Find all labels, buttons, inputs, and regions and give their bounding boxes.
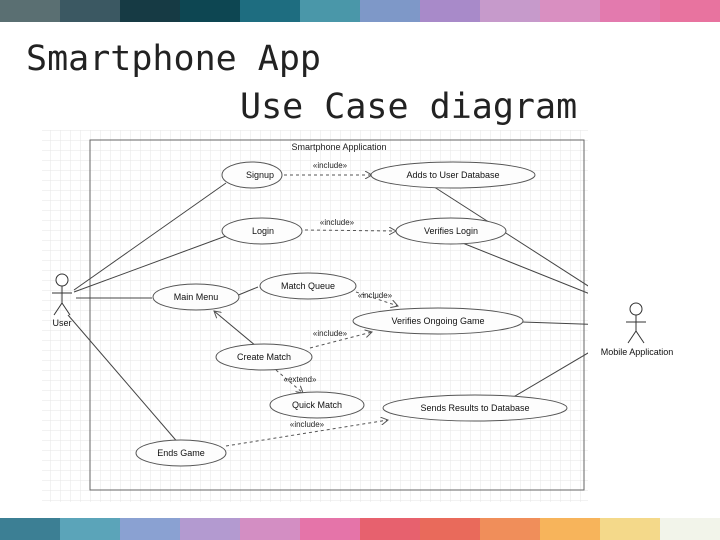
bottom-bar-segment [600,518,660,540]
top-bar-segment [480,0,540,22]
assoc-mobile-verifiesgame [521,321,588,325]
use-case-diagram: Smartphone Application «include» «includ… [42,130,588,502]
bottom-bar-segment [0,518,60,540]
usecase-verifies-login-label: Verifies Login [424,226,478,236]
usecase-create-match-label: Create Match [237,352,291,362]
usecase-login [221,217,303,245]
top-bar-segment [240,0,300,22]
stereotype-include-2: «include» [320,218,355,227]
top-bar-segment [300,0,360,22]
assoc-mobile-sendsresults [504,352,588,403]
usecase-adds-db-label: Adds to User Database [406,170,499,180]
bottom-bar-segment [480,518,540,540]
usecase-sends-results-label: Sends Results to Database [420,403,529,413]
assoc-user-signup [73,182,227,291]
stereotype-extend: «extend» [284,375,317,384]
bottom-bar-segment [420,518,480,540]
usecase-verifies-game [352,307,524,335]
top-bar-segment [360,0,420,22]
usecase-ends-game [135,439,227,467]
mobile-actor-label: Mobile Application [601,347,674,357]
bottom-bar-segment [240,518,300,540]
top-bar-segment [420,0,480,22]
assoc-user-endsgame [67,314,181,446]
top-bar-segment [0,0,60,22]
stereotype-include-5: «include» [290,420,325,429]
bottom-bar-segment [60,518,120,540]
user-actor-icon [52,273,72,316]
top-color-bar [0,0,720,22]
usecase-signup [221,161,283,189]
top-bar-segment [60,0,120,22]
stereotype-include-4: «include» [313,329,348,338]
bottom-bar-segment [540,518,600,540]
usecase-main-menu [152,283,240,311]
assoc-mobile-addsdb [427,182,588,287]
top-bar-segment [120,0,180,22]
top-bar-segment [180,0,240,22]
assoc-user-login [73,235,227,293]
slide-title-line-2: Use Case diagram [240,87,578,127]
slide-title-line-1: Smartphone App [26,39,322,79]
usecase-create-match [215,343,313,371]
usecase-verifies-game-label: Verifies Ongoing Game [391,316,484,326]
mobile-actor-icon [626,302,646,344]
bottom-bar-segment [180,518,240,540]
usecase-main-menu-label: Main Menu [174,292,219,302]
usecase-quick-match-label: Quick Match [292,400,342,410]
include-matchqueue-verifiesgame [355,291,398,306]
usecase-verifies-login [395,217,507,245]
usecase-signup-label: Signup [246,170,274,180]
assoc-mobile-verifieslogin [454,239,588,294]
bottom-bar-segment [360,518,420,540]
usecase-quick-match [269,391,365,419]
usecase-match-queue [259,272,357,300]
stereotype-include-3: «include» [358,291,393,300]
mobile-actor: Mobile Application [601,302,674,357]
top-bar-segment [660,0,720,22]
system-label: Smartphone Application [291,142,386,152]
bottom-bar-segment [300,518,360,540]
user-actor-label: User [52,318,71,328]
top-bar-segment [540,0,600,22]
bottom-color-bar [0,518,720,540]
usecase-adds-db [370,161,536,189]
usecase-login-label: Login [252,226,274,236]
assoc-mainmenu-matchqueue [235,286,259,297]
usecase-ends-game-label: Ends Game [157,448,205,458]
bottom-bar-segment [660,518,720,540]
system-boundary [89,139,585,491]
top-bar-segment [600,0,660,22]
generalization-creatematch [214,311,257,347]
include-creatematch-verifiesgame [309,332,372,349]
stereotype-include-1: «include» [313,161,348,170]
bottom-bar-segment [120,518,180,540]
usecase-sends-results [382,394,568,422]
usecase-match-queue-label: Match Queue [281,281,335,291]
